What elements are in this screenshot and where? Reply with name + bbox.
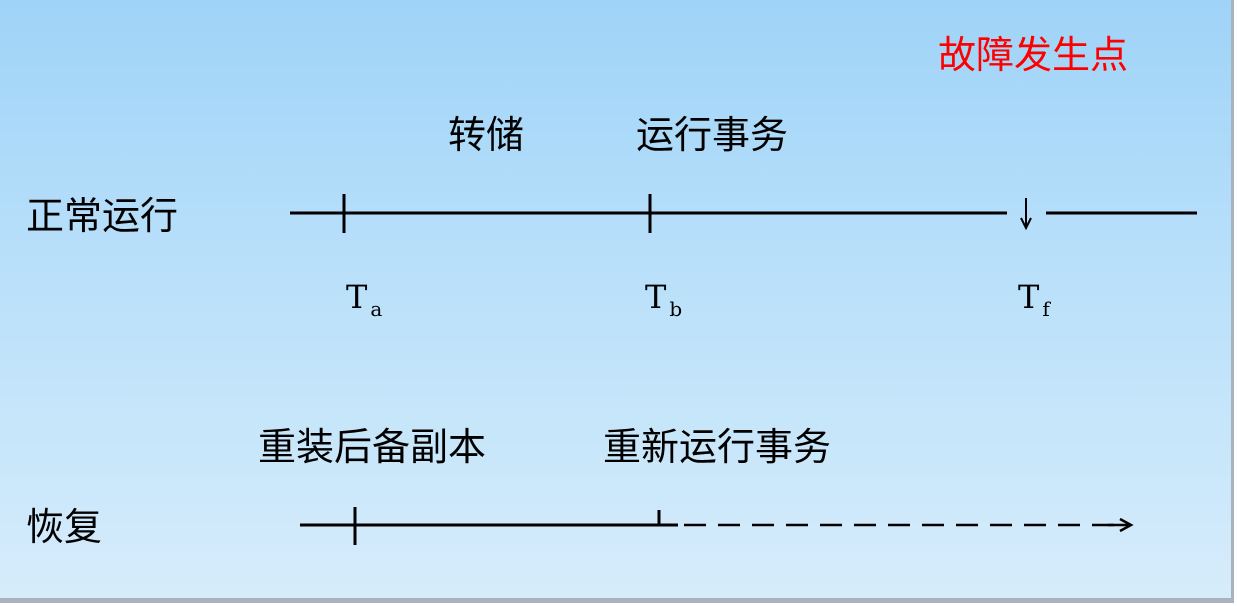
dump-label: 转储 bbox=[448, 113, 524, 157]
arrow-right-icon bbox=[1108, 517, 1134, 533]
run-transactions-label: 运行事务 bbox=[636, 113, 788, 157]
rerun-transactions-label: 重新运行事务 bbox=[603, 425, 831, 469]
fault-point-label: 故障发生点 bbox=[938, 33, 1128, 77]
fault-arrow-icon bbox=[1020, 198, 1032, 231]
normal-run-label: 正常运行 bbox=[26, 194, 178, 238]
recovery-label: 恢复 bbox=[26, 505, 102, 549]
reload-backup-label: 重装后备副本 bbox=[258, 425, 486, 469]
